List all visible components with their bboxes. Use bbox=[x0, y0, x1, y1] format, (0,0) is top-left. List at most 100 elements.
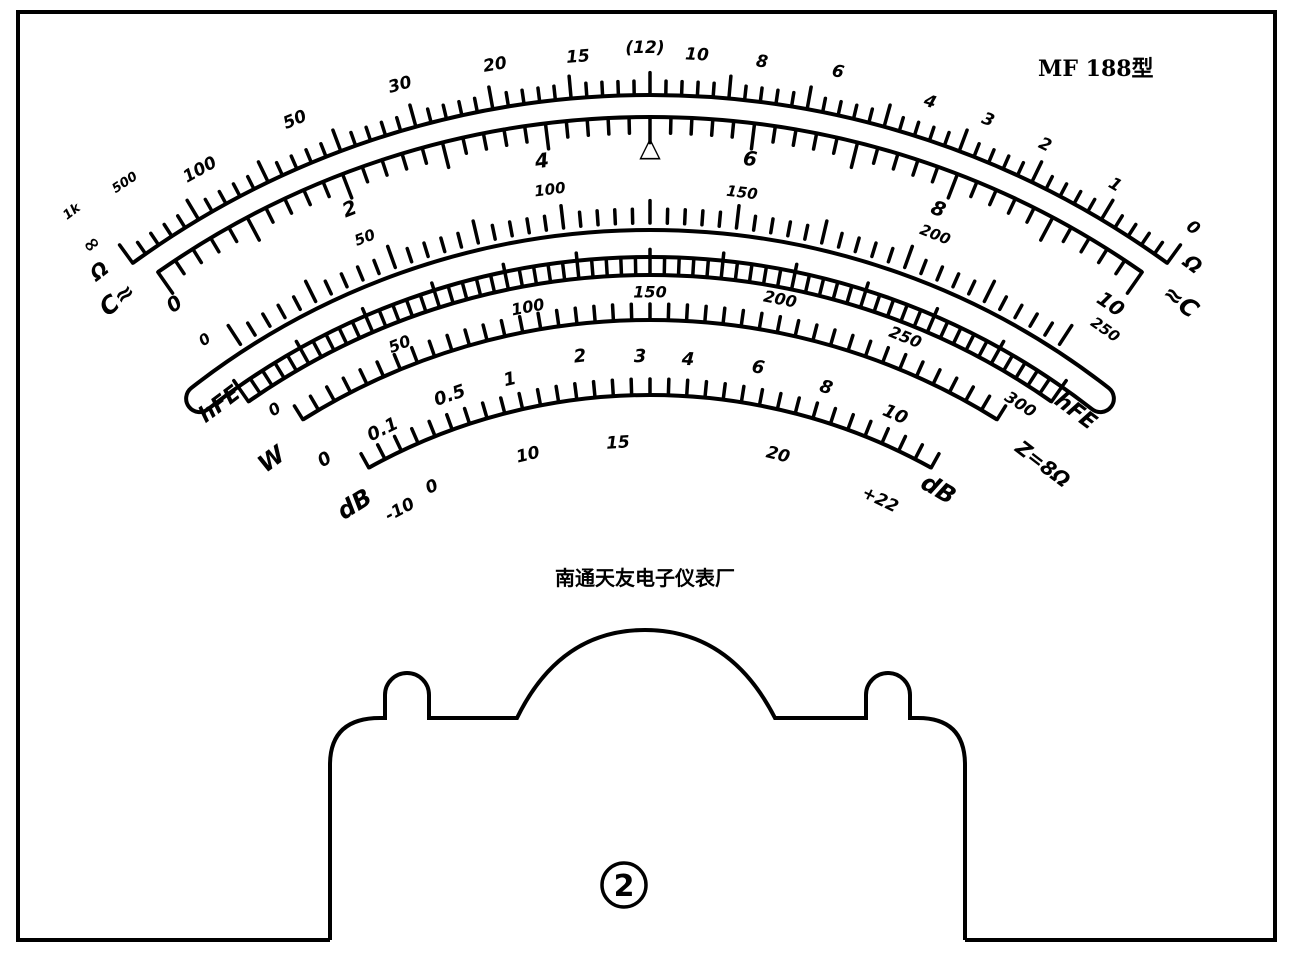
ohm-scale-tick bbox=[441, 103, 449, 121]
ohm-scale-tick bbox=[1113, 214, 1124, 230]
dc-scale-tick bbox=[564, 119, 570, 139]
hfe-scale-tick bbox=[989, 339, 1006, 366]
hfe-scale-tick bbox=[976, 341, 988, 359]
ohm-scale-tick bbox=[836, 99, 843, 118]
hfe-scale-tick bbox=[391, 304, 401, 324]
ac-label: 50 bbox=[352, 225, 378, 249]
ac-label: 200 bbox=[917, 221, 953, 249]
ac-scale-tick bbox=[542, 214, 549, 232]
hfe-scale-tick bbox=[951, 327, 962, 346]
ac-scale-tick bbox=[682, 208, 688, 226]
hfe-scale-tick bbox=[338, 327, 349, 346]
ohm-scale-tick bbox=[472, 96, 480, 114]
dc-scale-tick bbox=[1096, 247, 1109, 265]
ohm-scale-tick bbox=[942, 130, 951, 148]
db-scale-tick bbox=[535, 387, 543, 408]
hfe-scale-tick bbox=[1001, 355, 1014, 373]
hfe-scale-tick bbox=[475, 278, 483, 298]
dc-scale-tick bbox=[543, 121, 551, 151]
ohm-label: 1 bbox=[1105, 173, 1125, 196]
ac-scale-tick bbox=[276, 303, 287, 320]
db-scale-tick bbox=[445, 412, 454, 432]
ohm-scale-tick bbox=[245, 174, 256, 191]
db-scale-tick bbox=[739, 384, 746, 404]
ac-scale-tick bbox=[853, 236, 861, 254]
ac-scale-tick bbox=[456, 231, 464, 249]
watt-scale-tick bbox=[392, 352, 403, 372]
ohm-scale-tick bbox=[408, 103, 418, 129]
ohm-scale-tick bbox=[185, 198, 201, 222]
hfe-scale-tick bbox=[747, 264, 754, 284]
hfe-scale-tick bbox=[938, 321, 949, 340]
watt-scale-tick bbox=[757, 311, 764, 331]
hfe-scale-tick bbox=[1049, 378, 1068, 404]
db-scale-tick bbox=[896, 434, 908, 453]
ohm-scale-tick bbox=[1044, 174, 1055, 191]
hfe-label: 0 bbox=[265, 398, 285, 420]
hfe-scale-tick bbox=[286, 355, 299, 373]
watt-label: 3 bbox=[634, 346, 647, 367]
db-scale-tick bbox=[846, 412, 855, 432]
dc-scale-tick bbox=[709, 117, 715, 138]
ohm-label: 15 bbox=[565, 46, 590, 68]
watt-scale-tick bbox=[463, 328, 472, 348]
hfe-scale-tick bbox=[872, 294, 881, 314]
ac-scale-tick bbox=[355, 265, 365, 282]
watt-scale-tick bbox=[811, 323, 819, 343]
ohm-scale-tick bbox=[504, 90, 511, 109]
ohm-scale-tick bbox=[217, 189, 228, 206]
dc-label: 4 bbox=[532, 148, 550, 174]
hfe-scale-tick bbox=[1037, 378, 1051, 396]
hfe-label: 100 bbox=[510, 295, 546, 320]
dc-scale-tick bbox=[871, 146, 880, 165]
ohm-scale-tick bbox=[1058, 182, 1069, 199]
ac-label: 250 bbox=[1087, 313, 1123, 346]
watt-scale-tick bbox=[324, 385, 337, 403]
dc-scale-tick bbox=[1114, 258, 1127, 276]
dc-unit-right: ≈C bbox=[1157, 279, 1204, 325]
db-unit-right: dB bbox=[916, 468, 961, 510]
hfe-scale-tick bbox=[803, 275, 811, 295]
hfe-scale-tick bbox=[261, 370, 274, 388]
ohm-scale-tick bbox=[897, 115, 906, 133]
hfe-label: 150 bbox=[633, 283, 666, 302]
db-scale-tick bbox=[392, 434, 404, 453]
dc-scale-tick bbox=[988, 188, 998, 207]
ohm-scale-tick bbox=[162, 222, 174, 239]
ohm-scale-tick bbox=[176, 214, 187, 230]
db-label: -10 bbox=[382, 494, 419, 526]
ohm-scale-tick bbox=[487, 85, 495, 111]
ohm-scale-tick bbox=[805, 85, 813, 111]
ac-scale-tick bbox=[339, 272, 349, 289]
watt-scale-tick bbox=[292, 404, 305, 422]
watt-scale-tick bbox=[703, 304, 708, 325]
ohm-scale-tick bbox=[552, 84, 558, 102]
dc-scale-tick bbox=[173, 258, 186, 276]
hfe-scale-tick bbox=[858, 281, 870, 310]
dc-scale-tick bbox=[911, 158, 920, 177]
db-scale-tick bbox=[499, 396, 507, 416]
ohm-scale-tick bbox=[789, 90, 796, 109]
watt-scale-tick bbox=[828, 328, 837, 348]
dc-scale-tick bbox=[1006, 196, 1018, 215]
ac-scale-tick bbox=[1043, 321, 1055, 337]
ohm-label: (12) bbox=[625, 38, 664, 58]
ac-scale-tick bbox=[525, 217, 532, 235]
hfe-scale-tick bbox=[232, 378, 251, 404]
dc-scale-tick bbox=[282, 196, 294, 215]
dc-scale-tick bbox=[380, 158, 389, 177]
dc-scale-tick bbox=[689, 116, 694, 136]
db-scale-tick bbox=[666, 377, 671, 398]
watt-scale-tick bbox=[409, 345, 420, 365]
dc-scale-tick bbox=[811, 131, 819, 151]
db-scale-tick bbox=[427, 419, 437, 439]
watt-scale-tick bbox=[739, 308, 746, 329]
ac-scale-tick bbox=[768, 217, 775, 235]
ac-label: 100 bbox=[533, 179, 566, 201]
db-label: 15 bbox=[606, 432, 631, 453]
ac-label: 0 bbox=[195, 329, 214, 350]
ohm-scale-tick bbox=[584, 81, 589, 100]
ac-scale-tick bbox=[372, 258, 381, 276]
watt-scale-tick bbox=[517, 315, 525, 335]
hfe-scale-tick bbox=[360, 306, 375, 334]
